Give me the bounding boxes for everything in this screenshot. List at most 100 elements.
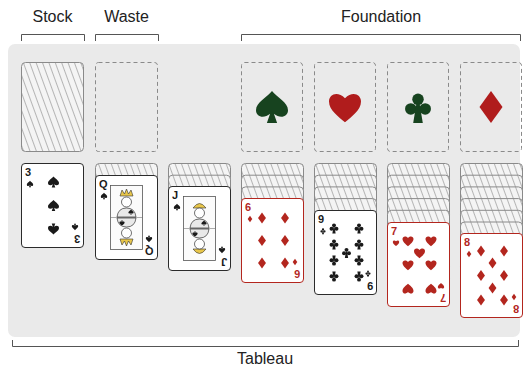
card-face (22, 164, 83, 247)
club-lobe (334, 258, 338, 262)
club-stem (345, 251, 348, 258)
card-face (315, 211, 376, 294)
spade-pip (174, 204, 180, 210)
club-stem (332, 255, 335, 262)
crown (120, 239, 133, 246)
club-lobe (357, 223, 361, 227)
foundation-slot (242, 63, 303, 152)
diamond-pip (477, 246, 485, 257)
waste-bracket (96, 35, 159, 42)
club-lobe (355, 258, 359, 262)
club-stem (322, 230, 324, 234)
club-lobe (359, 226, 363, 230)
spade-pip (27, 181, 33, 187)
face-down-cards (96, 164, 523, 307)
diamond-pip (489, 258, 497, 269)
club-lobe (330, 274, 334, 278)
spade-pip (256, 91, 288, 123)
face (195, 239, 205, 249)
card-rank: Q (99, 179, 108, 190)
club-lobe (359, 274, 363, 278)
spade-pip (201, 221, 206, 226)
playing-card: 99 (314, 210, 377, 295)
club-lobe (355, 242, 359, 246)
card-rank: Q (145, 245, 154, 256)
card-rank: 3 (74, 233, 80, 244)
club-lobe (365, 272, 367, 274)
club-lobe (332, 261, 336, 265)
playing-card: QQ (95, 175, 158, 260)
club-lobe (334, 274, 338, 278)
section-label: Foundation (341, 8, 421, 26)
heart-pip (329, 94, 361, 122)
cap (193, 204, 206, 209)
card-face (169, 187, 230, 270)
diamond-pip (477, 295, 485, 306)
section-label: Stock (32, 8, 72, 26)
card-rank: 8 (513, 303, 519, 314)
club-lobe (330, 258, 334, 262)
heart-pip (438, 282, 444, 288)
diamond-pip (479, 91, 502, 123)
spade-pip (101, 192, 107, 198)
spade-pip (128, 209, 133, 214)
robe (190, 229, 209, 238)
robe (117, 218, 136, 227)
club-lobe (332, 223, 336, 227)
diamond-pip (281, 235, 289, 246)
club-lobe (405, 103, 417, 115)
card-rank: 3 (25, 167, 31, 178)
club-stem (357, 255, 360, 262)
card-face (461, 234, 522, 317)
club-pip (320, 228, 325, 234)
portrait-frame (111, 185, 143, 249)
face (122, 197, 132, 207)
heart-pip (426, 236, 437, 246)
spade-pip (48, 200, 59, 211)
card-face (242, 199, 303, 282)
card-rank: 8 (464, 237, 470, 248)
club-lobe (419, 103, 431, 115)
diamond-pip (281, 258, 289, 269)
spade-pip (48, 177, 59, 188)
card-rank: 7 (440, 292, 446, 303)
club-stem (332, 271, 335, 278)
diamond-pip (500, 270, 508, 281)
face (122, 228, 132, 238)
diamond-pip (477, 270, 485, 281)
heart-pip (414, 248, 425, 258)
playing-card: JJ (168, 186, 231, 271)
tableau-bracket (13, 340, 519, 347)
club-stem (332, 243, 335, 250)
club-lobe (359, 242, 363, 246)
club-pip (405, 94, 431, 123)
section-label: Tableau (237, 350, 293, 368)
card-rank: 6 (294, 268, 300, 279)
club-pip (355, 255, 364, 265)
card-rank: 6 (245, 202, 251, 213)
diamond-pip (512, 294, 517, 300)
heart-pip (426, 283, 437, 293)
club-lobe (332, 239, 336, 243)
club-pip (330, 239, 339, 249)
club-lobe (357, 261, 361, 265)
club-pip (355, 223, 364, 233)
crown (120, 189, 133, 196)
foundation-slot (315, 63, 376, 152)
club-lobe (412, 94, 424, 106)
club-lobe (342, 251, 346, 255)
diamond-pip (248, 216, 253, 222)
club-pip (355, 239, 364, 249)
card-rank: J (221, 256, 227, 267)
diamond-pip (281, 213, 289, 224)
spade-pip (146, 235, 152, 241)
spade-pip (119, 220, 124, 225)
diamond-pip (500, 295, 508, 306)
brackets (13, 35, 521, 347)
club-stem (367, 271, 369, 275)
club-stem (357, 227, 360, 234)
spade-pip (48, 224, 59, 235)
club-lobe (359, 258, 363, 262)
heart-pip (426, 260, 437, 270)
